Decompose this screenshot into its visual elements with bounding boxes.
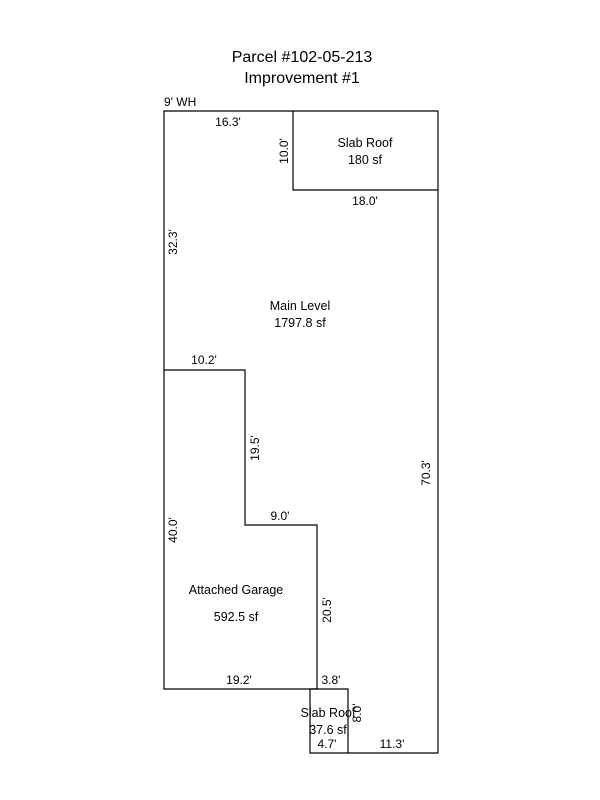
dim-upper-left-side: 32.3' [166,229,180,255]
dim-slab-top-height: 10.0' [277,138,291,164]
dim-top-left: 16.3' [215,115,241,129]
main-level-size: 1797.8 sf [274,316,326,330]
dim-slab-top-width: 18.0' [352,194,378,208]
garage-name: Attached Garage [189,583,284,597]
improvement-title: Improvement #1 [244,70,360,87]
garage-outline [164,369,318,689]
dim-slab-bottom-height: 8.0' [350,704,364,723]
garage-size: 592.5 sf [214,610,259,624]
dim-garage-left: 40.0' [166,517,180,543]
main-level-name: Main Level [270,299,330,313]
slab-roof-top-size: 180 sf [348,153,383,167]
slab-roof-top-outline [292,111,438,191]
slab-roof-bottom-outline [309,688,348,754]
slab-roof-bottom-name: Slab Roof [301,706,356,720]
main-level-outline [163,110,439,754]
wall-height-note: 9' WH [164,95,196,109]
dim-right-side: 70.3' [419,460,433,486]
dim-garage-top: 10.2' [191,353,217,367]
dim-notch-width: 3.8' [322,673,341,687]
dim-slab-bottom-width: 4.7' [318,737,337,751]
dim-garage-bottom: 19.2' [226,673,252,687]
dim-garage-step-width: 9.0' [271,509,290,523]
dim-garage-right: 20.5' [320,597,334,623]
slab-roof-bottom-size: 37.6 sf [309,723,347,737]
parcel-title: Parcel #102-05-213 [232,49,373,66]
dim-bottom-right: 11.3' [380,737,405,751]
dim-garage-step-height: 19.5' [248,435,262,461]
slab-roof-top-name: Slab Roof [338,136,393,150]
